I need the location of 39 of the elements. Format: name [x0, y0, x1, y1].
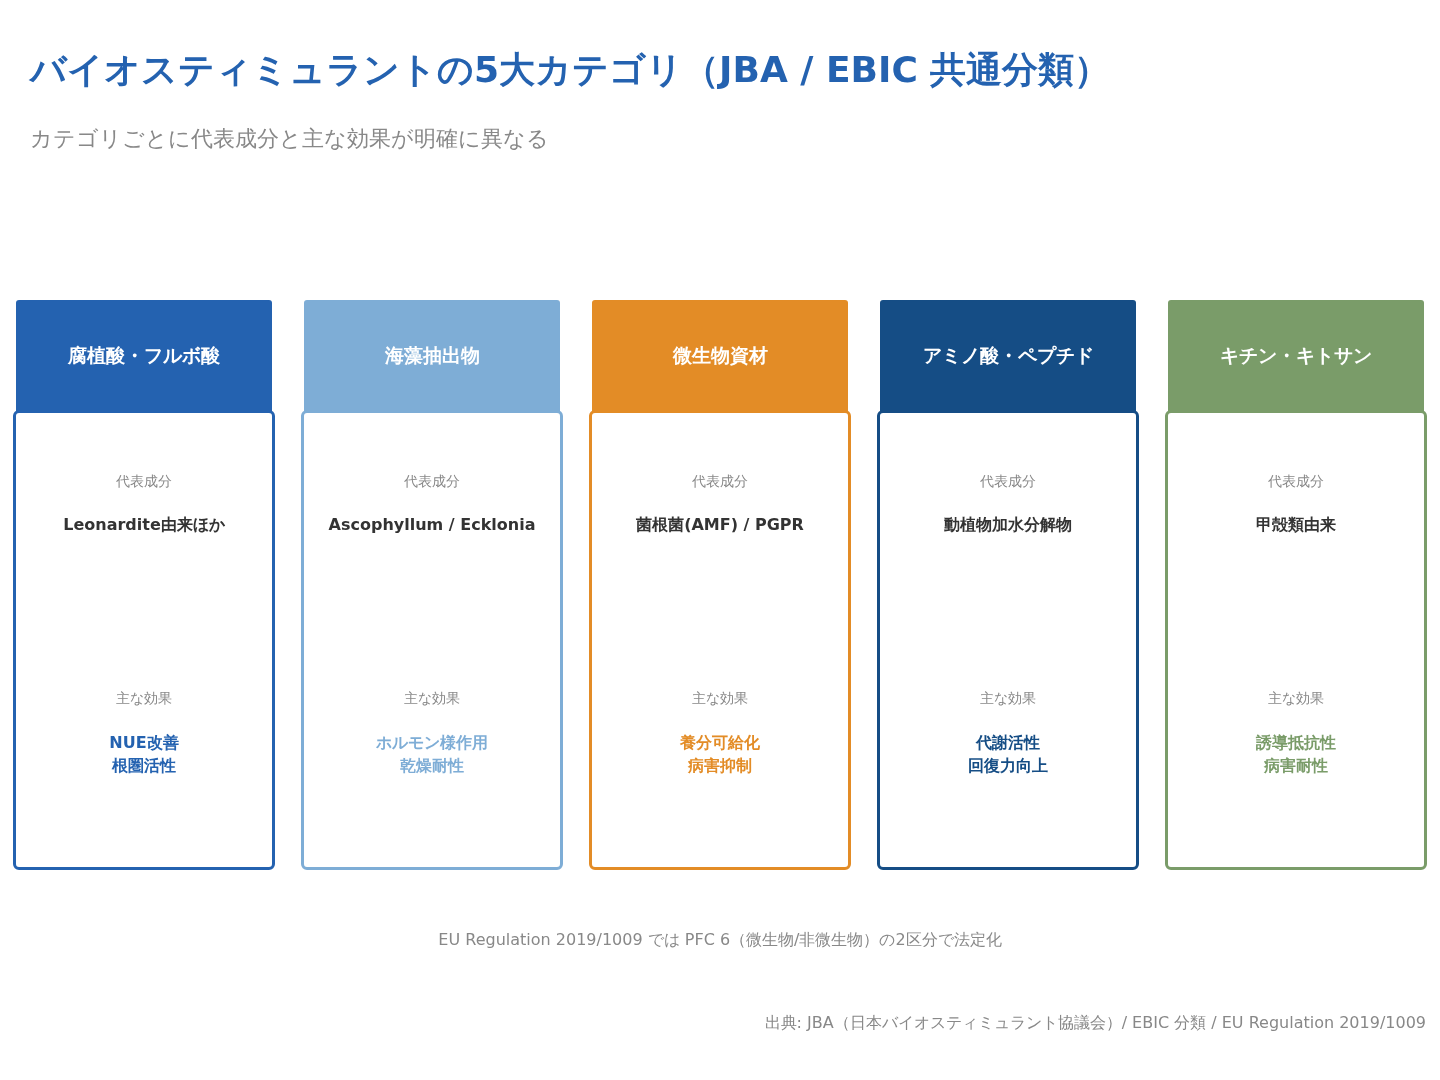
effect-text: 病害抑制	[687, 756, 753, 777]
title: バイオスティミュラントの5大カテゴリ（JBA / EBIC 共通分類）	[30, 48, 1111, 92]
field-label: 代表成分	[691, 473, 749, 491]
effect-text: 回復力向上	[967, 756, 1049, 777]
category-header: 腐植酸・フルボ酸	[16, 300, 272, 412]
subtitle: カテゴリごとに代表成分と主な効果が明確に異なる	[30, 125, 549, 153]
component-text: 菌根菌(AMF) / PGPR	[635, 515, 805, 536]
effect-text: 誘導抵抗性	[1255, 733, 1337, 754]
category-header: 微生物資材	[592, 300, 848, 412]
category-card	[13, 410, 275, 870]
footnote: EU Regulation 2019/1009 では PFC 6（微生物/非微生物）の2区分で法定化	[437, 930, 1003, 951]
field-label: 主な効果	[1267, 690, 1325, 708]
effect-text: 根圏活性	[111, 756, 177, 777]
field-label: 主な効果	[691, 690, 749, 708]
field-label: 主な効果	[115, 690, 173, 708]
field-label: 代表成分	[1267, 473, 1325, 491]
effect-text: NUE改善	[108, 733, 180, 754]
effect-text: 養分可給化	[679, 733, 761, 754]
effect-text: 乾燥耐性	[399, 756, 465, 777]
effect-text: ホルモン様作用	[375, 733, 489, 754]
category-header: キチン・キトサン	[1168, 300, 1424, 412]
source-note: 出典: JBA（日本バイオスティミュラント協議会）/ EBIC 分類 / EU Regulation 2019/1009	[764, 1013, 1426, 1034]
field-label: 主な効果	[403, 690, 461, 708]
category-card	[877, 410, 1139, 870]
category-card	[589, 410, 851, 870]
field-label: 主な効果	[979, 690, 1037, 708]
category-header: アミノ酸・ペプチド	[880, 300, 1136, 412]
component-text: Leonardite由来ほか	[62, 515, 226, 536]
category-header: 海藻抽出物	[304, 300, 560, 412]
category-card	[1165, 410, 1427, 870]
field-label: 代表成分	[979, 473, 1037, 491]
category-card	[301, 410, 563, 870]
effect-text: 代謝活性	[974, 733, 1041, 754]
field-label: 代表成分	[403, 473, 461, 491]
component-text: 甲殻類由来	[1255, 515, 1337, 536]
component-text: Ascophyllum / Ecklonia	[327, 515, 537, 534]
field-label: 代表成分	[115, 473, 173, 491]
effect-text: 病害耐性	[1263, 756, 1329, 777]
component-text: 動植物加水分解物	[943, 515, 1073, 536]
